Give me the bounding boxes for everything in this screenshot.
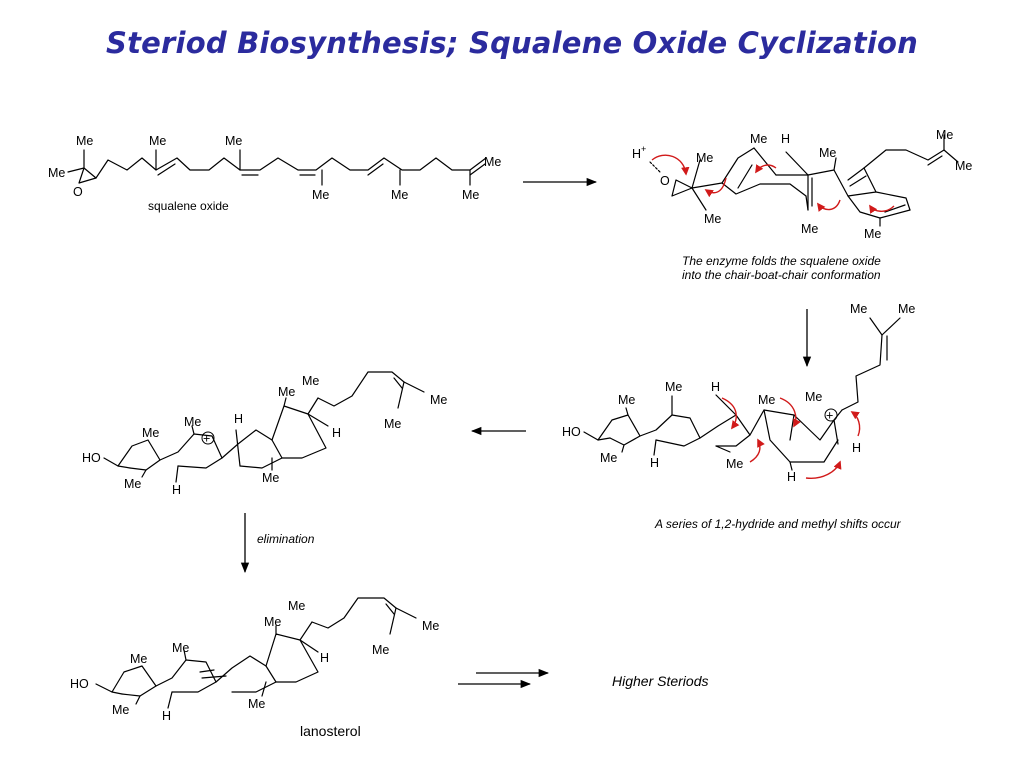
me-label: Me	[726, 457, 743, 471]
h-label: H	[781, 132, 790, 146]
me-label: Me	[112, 703, 129, 717]
epoxide-o-label: O	[73, 185, 83, 199]
me-label: Me	[618, 393, 635, 407]
me-label: Me	[758, 393, 775, 407]
me-label: Me	[142, 426, 159, 440]
me-label: Me	[262, 471, 279, 485]
curved-arrow	[816, 199, 841, 212]
higher-steroids-label: Higher Steriods	[612, 673, 709, 689]
me-label: Me	[936, 128, 953, 142]
lanosteryl-cation-structure: HO Me Me H Me H Me Me Me H Me Me +	[82, 371, 447, 497]
folded-squalene-structure: H+ O Me Me Me H Me Me Me Me Me The enzym…	[632, 128, 972, 282]
curved-arrow	[850, 411, 861, 437]
curved-arrow	[651, 154, 690, 176]
cation-charge-circle	[201, 431, 215, 445]
curved-arrow	[755, 164, 777, 174]
h-label: H	[787, 470, 796, 484]
me-label: Me	[462, 188, 479, 202]
curved-arrow	[704, 177, 727, 198]
me-label: Me	[312, 188, 329, 202]
h-label: H	[332, 426, 341, 440]
me-label: Me	[665, 380, 682, 394]
h-label: H	[320, 651, 329, 665]
curved-arrow	[749, 438, 765, 463]
cation-charge-sign: +	[826, 409, 833, 423]
slide-title: Steriod Biosynthesis; Squalene Oxide Cyc…	[106, 26, 918, 60]
hydroxyl-label: HO	[82, 451, 101, 465]
shifts-caption: A series of 1,2-hydride and methyl shift…	[654, 517, 902, 531]
h-plus-label: H+	[632, 144, 646, 161]
lanosterol-caption: lanosterol	[300, 723, 361, 739]
me-label: Me	[391, 188, 408, 202]
elimination-label: elimination	[257, 532, 315, 546]
lanosterol-structure: HO Me Me H Me Me Me Me H Me Me lanostero…	[70, 597, 439, 739]
curved-arrow	[805, 460, 842, 479]
hydroxyl-label: HO	[70, 677, 89, 691]
squalene-oxide-caption: squalene oxide	[148, 199, 229, 213]
curved-arrow	[779, 397, 801, 428]
me-label: Me	[264, 615, 281, 629]
me-label: Me	[898, 302, 915, 316]
me-label: Me	[955, 159, 972, 173]
me-label: Me	[278, 385, 295, 399]
me-label: Me	[48, 166, 65, 180]
me-label: Me	[805, 390, 822, 404]
fold-caption-line2: into the chair-boat-chair conformation	[682, 268, 881, 282]
me-label: Me	[372, 643, 389, 657]
me-label: Me	[600, 451, 617, 465]
protosteryl-cation-structure: HO Me Me H Me H Me Me H H Me Me Me + A s…	[562, 302, 915, 531]
me-label: Me	[184, 415, 201, 429]
hydroxyl-label: HO	[562, 425, 581, 439]
h-label: H	[172, 483, 181, 497]
me-label: Me	[149, 134, 166, 148]
me-label: Me	[288, 599, 305, 613]
me-label: Me	[696, 151, 713, 165]
me-label: Me	[384, 417, 401, 431]
me-label: Me	[124, 477, 141, 491]
me-label: Me	[302, 374, 319, 388]
me-label: Me	[750, 132, 767, 146]
me-label: Me	[76, 134, 93, 148]
me-label: Me	[430, 393, 447, 407]
curved-arrow	[869, 204, 895, 214]
reaction-arrow-higher-steroids	[458, 668, 550, 689]
h-label: H	[852, 441, 861, 455]
me-label: Me	[801, 222, 818, 236]
h-label: H	[234, 412, 243, 426]
h-label: H	[162, 709, 171, 723]
fold-caption-line1: The enzyme folds the squalene oxide	[682, 254, 881, 268]
me-label: Me	[225, 134, 242, 148]
me-label: Me	[422, 619, 439, 633]
h-label: H	[711, 380, 720, 394]
me-label: Me	[248, 697, 265, 711]
squalene-oxide-structure: Me Me O Me Me Me Me Me Me squalene oxide	[48, 134, 501, 213]
me-label: Me	[850, 302, 867, 316]
curved-arrow	[721, 397, 740, 430]
epoxide-o-label: O	[660, 174, 670, 188]
me-label: Me	[484, 155, 501, 169]
me-label: Me	[172, 641, 189, 655]
cation-charge-circle	[824, 408, 838, 422]
me-label: Me	[704, 212, 721, 226]
cation-charge-sign: +	[203, 432, 210, 446]
me-label: Me	[819, 146, 836, 160]
me-label: Me	[130, 652, 147, 666]
me-label: Me	[864, 227, 881, 241]
h-label: H	[650, 456, 659, 470]
